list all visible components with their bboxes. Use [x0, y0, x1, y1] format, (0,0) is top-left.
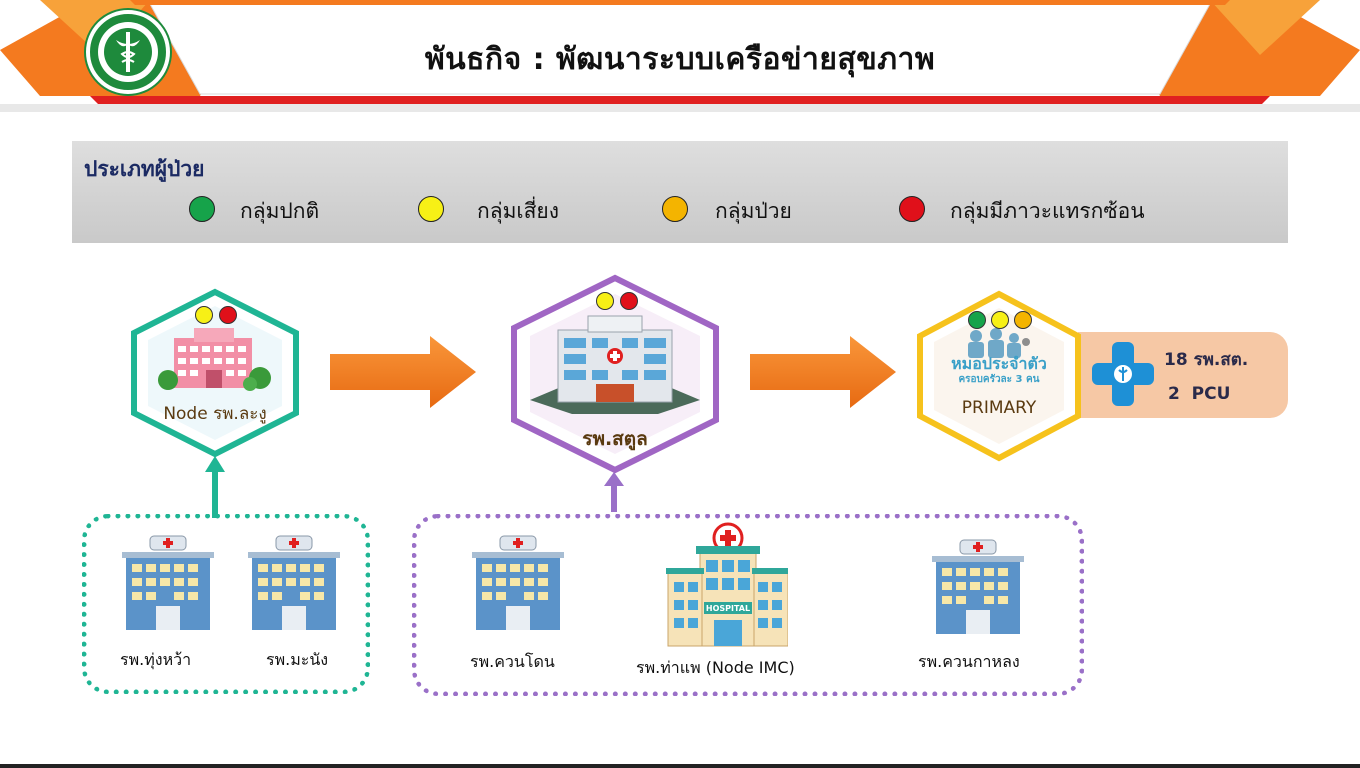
node3-sublabel-2: ครอบครัวละ 3 คน [958, 374, 1040, 385]
node2-label: รพ.สตูล [582, 428, 648, 450]
legend-label-normal: กลุ่มปกติ [240, 199, 320, 223]
primary-care-count-box: 18 รพ.สต. 2 PCU [1078, 332, 1288, 418]
hospital-label-thungwa: รพ.ทุ่งหว้า [120, 650, 192, 669]
legend-dot-normal [189, 196, 215, 222]
node1-dot-risk [195, 306, 213, 324]
arrow-up-icon [205, 456, 225, 518]
hospital-icon [122, 535, 214, 630]
hospital-sign-text: HOSPITAL [706, 604, 750, 613]
header-banner [0, 0, 1360, 112]
hospital-icon [932, 539, 1024, 634]
pcu-line-2: 2 PCU [1168, 384, 1231, 404]
node3-dot-sick [1014, 311, 1032, 329]
legend-dot-sick [662, 196, 688, 222]
arrow-right-icon [750, 336, 896, 408]
page-title: พันธกิจ : พัฒนาระบบเครือข่ายสุขภาพ [424, 42, 936, 77]
network-group-satun [412, 514, 1084, 696]
header-decoration [0, 0, 1360, 112]
legend-label-complication: กลุ่มมีภาวะแทรกซ้อน [950, 199, 1145, 223]
arrow-right-icon [330, 336, 476, 408]
node-hexagon-primary [917, 290, 1081, 462]
node3-label: PRIMARY [961, 398, 1037, 418]
hospital-label-khuankalong: รพ.ควนกาหลง [918, 652, 1020, 671]
hospital-label-thaphae: รพ.ท่าแพ (Node IMC) [636, 658, 795, 677]
node2-dot-risk [596, 292, 614, 310]
hospital-icon [248, 535, 340, 630]
node1-label: Node รพ.ละงู [163, 404, 267, 424]
network-group-lagu [82, 514, 370, 694]
node3-sublabel-1: หมอประจำตัว [951, 354, 1047, 373]
footer-divider [0, 764, 1360, 768]
health-cross-icon [1092, 342, 1154, 406]
node-hexagon-satun [511, 274, 719, 474]
hospital-building-icon: HOSPITAL [666, 522, 788, 647]
node-hexagon-lagu [131, 288, 299, 458]
ministry-logo [86, 10, 170, 94]
hospital-label-manang: รพ.มะนัง [266, 650, 329, 669]
caduceus-icon [98, 22, 158, 82]
hospital-icon [472, 535, 564, 630]
hospital-label-khuandon: รพ.ควนโดน [470, 652, 555, 671]
legend-dot-risk [418, 196, 444, 222]
legend-label-risk: กลุ่มเสี่ยง [477, 199, 559, 223]
legend-title: ประเภทผู้ป่วย [84, 157, 205, 181]
patient-type-legend: ประเภทผู้ป่วย กลุ่มปกติ กลุ่มเสี่ยง กลุ่… [72, 141, 1288, 243]
node3-dot-normal [968, 311, 986, 329]
arrow-up-icon [604, 472, 624, 512]
node2-dot-complication [620, 292, 638, 310]
node1-dot-complication [219, 306, 237, 324]
node3-dot-risk [991, 311, 1009, 329]
legend-label-sick: กลุ่มป่วย [715, 199, 792, 223]
legend-dot-complication [899, 196, 925, 222]
pcu-line-1: 18 รพ.สต. [1164, 350, 1249, 370]
